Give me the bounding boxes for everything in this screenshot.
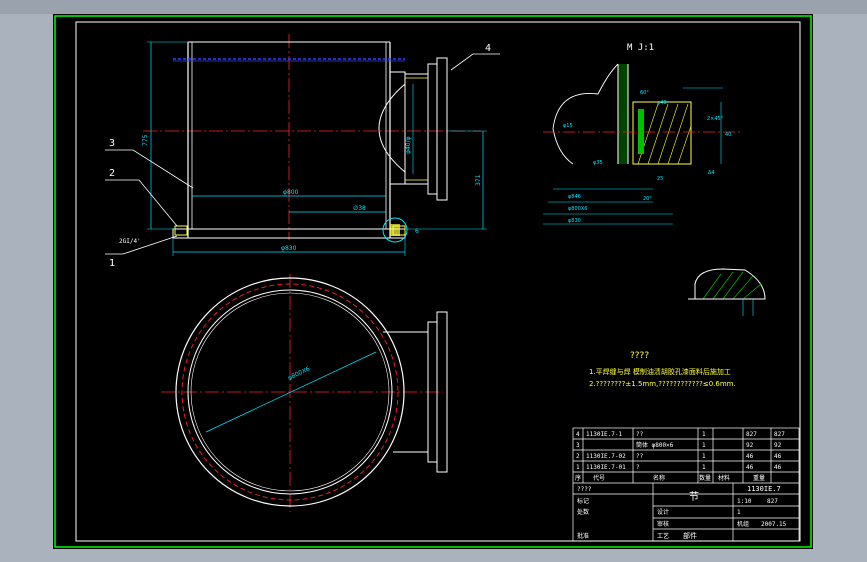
- svg-text:1130IE.7-02: 1130IE.7-02: [586, 453, 626, 460]
- svg-text:设计: 设计: [657, 508, 669, 516]
- outer-border: [54, 15, 812, 548]
- drawing-number: 1130IE.7: [747, 485, 781, 493]
- dim-circle: φ800X6: [287, 366, 311, 382]
- weld-section: [688, 268, 766, 316]
- svg-text:827: 827: [774, 431, 785, 438]
- detail-dim-5: φ846: [568, 194, 581, 200]
- dim-vertical-left: 775: [142, 134, 149, 146]
- detail-dim-10: 40: [725, 132, 731, 138]
- detail-dim-2: φ40: [657, 100, 667, 106]
- dim-outer-diameter: φ830: [281, 245, 297, 252]
- svg-text:1: 1: [702, 442, 706, 449]
- svg-text:1130IE.7-01: 1130IE.7-01: [586, 464, 626, 471]
- title-block: ???? 标记 处数 设计 审核 工艺 批准 节 1130IE.7 1:10 8…: [577, 485, 787, 540]
- dim-flange-bore: φ40/φ: [405, 136, 412, 154]
- detail-dim-9: 2×45°: [707, 116, 724, 122]
- dim-right-height: 371: [475, 174, 482, 186]
- svg-text:处数: 处数: [577, 508, 589, 516]
- svg-text:名称: 名称: [653, 474, 665, 482]
- note-1: 1.平焊缝与焊 模制油渍胡胶孔漆面料后施加工: [589, 367, 731, 376]
- front-view: 775 φ800 ∅38 φ830 371 φ40/φ 6 4 3 2 1 2G…: [105, 34, 500, 269]
- part-label-3: 3: [109, 138, 115, 149]
- drawing-svg: 775 φ800 ∅38 φ830 371 φ40/φ 6 4 3 2 1 2G…: [54, 15, 812, 548]
- detail-dim-4: φ35: [593, 160, 603, 166]
- detail-dim-8: 20°: [643, 196, 652, 202]
- part-name: 节: [689, 491, 699, 503]
- cad-drawing-canvas[interactable]: 775 φ800 ∅38 φ830 371 φ40/φ 6 4 3 2 1 2G…: [53, 14, 813, 549]
- svg-text:46: 46: [746, 464, 754, 471]
- svg-text:批准: 批准: [577, 532, 589, 540]
- svg-text:1130IE.7-1: 1130IE.7-1: [586, 431, 623, 438]
- note-2: 2.????????±1.5mm,????????????≤0.6mm.: [589, 380, 736, 388]
- top-view: φ800X6: [161, 274, 448, 512]
- svg-text:827: 827: [746, 431, 757, 438]
- dim-inner-diameter: φ800: [283, 189, 299, 196]
- svg-text:代号: 代号: [593, 474, 605, 482]
- bom-rows: 4 1130IE.7-1 ?? 1 827 827 3 筒体 φ800×6 1 …: [575, 431, 785, 482]
- svg-text:工艺: 工艺: [657, 532, 669, 540]
- svg-text:??: ??: [636, 431, 644, 438]
- svg-text:1: 1: [576, 464, 580, 471]
- svg-text:46: 46: [746, 453, 754, 460]
- detail-dim-3: φ15: [563, 123, 573, 129]
- scale: 1:10: [737, 498, 752, 505]
- svg-text:重量: 重量: [753, 474, 765, 482]
- svg-text:46: 46: [774, 453, 782, 460]
- window-top-strip: [0, 0, 867, 14]
- detail-dim-6: φ800X6: [568, 206, 587, 212]
- date: 2007.15: [761, 521, 787, 528]
- weld-note: 2GI/4': [119, 238, 141, 245]
- svg-text:3: 3: [576, 442, 580, 449]
- detail-m: M J:1 60° φ40 φ15 φ35 φ846 φ800X6 φ830 2…: [543, 43, 743, 225]
- svg-text:?: ?: [636, 464, 640, 471]
- drawing-frame: [75, 21, 801, 542]
- svg-text:92: 92: [774, 442, 782, 449]
- detail-dim-12: Δ4: [708, 170, 715, 176]
- svg-text:2: 2: [576, 453, 580, 460]
- svg-text:92: 92: [746, 442, 754, 449]
- sheet: 1: [737, 509, 741, 516]
- part-label-2: 2: [109, 168, 115, 179]
- detail-dim-1: 60°: [640, 90, 649, 96]
- svg-text:46: 46: [774, 464, 782, 471]
- svg-text:4: 4: [576, 431, 580, 438]
- svg-text:??: ??: [636, 453, 644, 460]
- bom-table: [572, 427, 800, 542]
- dim-bottom-weld: 6: [415, 228, 419, 235]
- svg-text:审核: 审核: [657, 520, 669, 528]
- svg-text:标记: 标记: [577, 497, 589, 505]
- svg-text:1: 1: [702, 431, 706, 438]
- notes-title: ????: [630, 351, 649, 361]
- svg-text:序: 序: [575, 474, 581, 482]
- unit: 机组: [737, 520, 749, 528]
- svg-text:1: 1: [702, 453, 706, 460]
- detail-dim-7: φ830: [568, 218, 581, 224]
- footer: 部件: [683, 531, 697, 540]
- weight: 827: [767, 498, 778, 505]
- svg-text:数量: 数量: [699, 474, 711, 482]
- svg-text:1: 1: [702, 464, 706, 471]
- detail-dim-11: 25: [657, 176, 663, 182]
- detail-title: M J:1: [627, 43, 654, 53]
- svg-text:筒体 φ800×6: 筒体 φ800×6: [636, 441, 674, 449]
- svg-text:材料: 材料: [718, 474, 730, 482]
- part-label-1: 1: [109, 258, 115, 269]
- dim-offset: ∅38: [353, 205, 366, 212]
- part-label-4: 4: [485, 43, 491, 54]
- approver: ????: [577, 486, 592, 493]
